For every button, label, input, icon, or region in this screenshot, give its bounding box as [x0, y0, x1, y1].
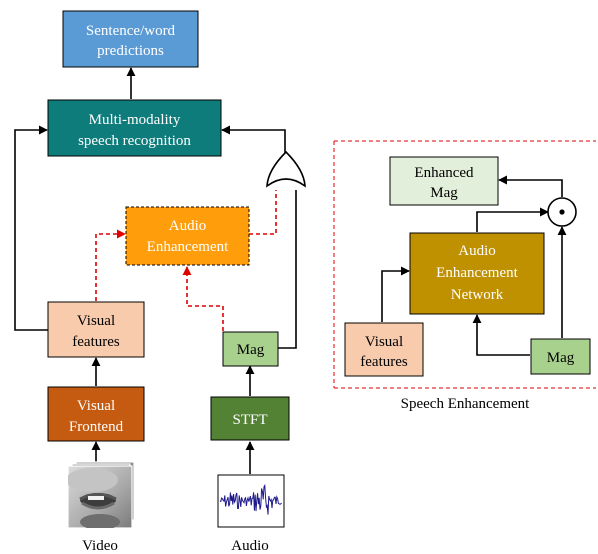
visual-features-line2: features — [72, 334, 120, 350]
dashed-arrow-visual-to-enhancement — [95, 229, 126, 301]
enhancement-line1: Audio — [169, 218, 207, 234]
right-mag-box: Mag — [530, 338, 591, 375]
waveform-trace — [219, 483, 282, 515]
left-dashed-connections — [95, 190, 277, 331]
network-line3: Network — [451, 287, 504, 303]
recognition-line2: speech recognition — [78, 133, 191, 149]
stft-box: STFT — [210, 396, 290, 441]
enhancement-network-box: Audio Enhancement Network — [409, 232, 545, 315]
right-mag-label: Mag — [547, 350, 575, 366]
arrow-visual-features-to-recognition — [14, 125, 48, 331]
video-label: Video — [82, 538, 118, 554]
enhanced-mag-box: Enhanced Mag — [389, 156, 499, 206]
arrow-mag-to-network — [472, 314, 530, 356]
elementwise-product-icon — [547, 197, 577, 227]
dashed-line-enhancement-to-or-gate — [249, 190, 277, 235]
right-visual-features-line2: features — [360, 354, 408, 370]
dashed-arrow-mag-to-enhancement — [182, 266, 224, 331]
enhanced-mag-line1: Enhanced — [414, 165, 474, 181]
waveform-icon — [217, 474, 285, 528]
audio-label: Audio — [231, 538, 269, 554]
arrow-multiply-to-enhanced-mag — [498, 175, 563, 197]
visual-frontend-line1: Visual — [77, 398, 115, 414]
right-visual-features-line1: Visual — [365, 334, 403, 350]
or-gate-icon — [266, 150, 306, 188]
predictions-line2: predictions — [97, 43, 164, 59]
arrow-or-gate-to-recognition — [221, 125, 286, 160]
enhancement-line2: Enhancement — [147, 239, 229, 255]
recognition-line1: Multi-modality — [89, 112, 181, 128]
face-frames-icon — [67, 461, 135, 529]
visual-frontend-line2: Frontend — [69, 419, 124, 435]
network-line1: Audio — [458, 243, 496, 259]
mag-box: Mag — [222, 331, 279, 367]
visual-frontend-box: Visual Frontend — [47, 386, 145, 442]
right-connections — [381, 175, 567, 356]
network-line2: Enhancement — [436, 265, 518, 281]
right-visual-features-box: Visual features — [344, 322, 424, 377]
arrow-visual-to-network — [381, 266, 410, 322]
left-connections — [14, 67, 297, 474]
line-mag-to-or-gate — [278, 190, 297, 349]
predictions-box: Sentence/word predictions — [62, 10, 199, 68]
stft-label: STFT — [232, 412, 267, 428]
enhancement-box: Audio Enhancement — [125, 206, 250, 266]
predictions-line1: Sentence/word — [86, 23, 176, 39]
arrow-network-to-multiply — [476, 207, 549, 232]
enhanced-mag-line2: Mag — [430, 185, 458, 201]
speech-enhancement-caption: Speech Enhancement — [401, 396, 531, 412]
mag-label: Mag — [237, 342, 265, 358]
visual-features-line1: Visual — [77, 313, 115, 329]
recognition-box: Multi-modality speech recognition — [47, 99, 222, 157]
speech-enhancement-frame — [333, 140, 596, 389]
visual-features-box: Visual features — [47, 301, 145, 358]
